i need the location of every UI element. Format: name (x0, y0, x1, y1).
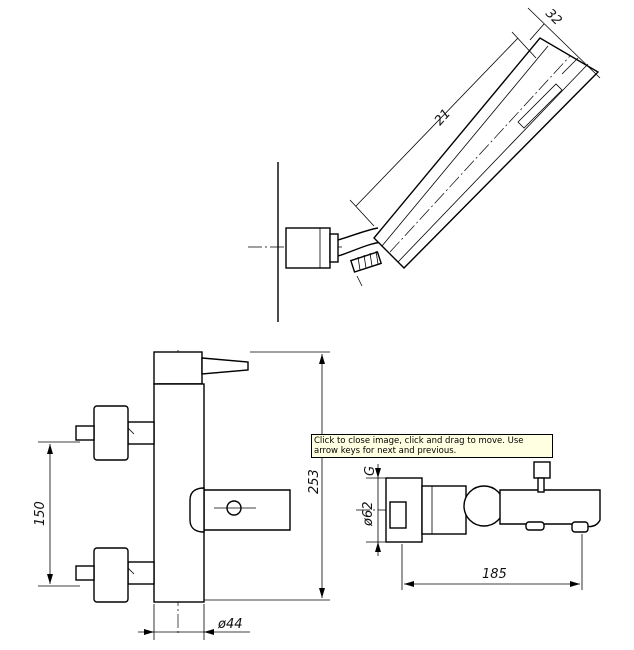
dim-total-height: 253 (307, 469, 322, 494)
mixer-front-view: 150 253 ø44 (33, 350, 330, 640)
dim-inlet-spacing: 150 (33, 501, 48, 526)
label-thread: G (363, 466, 378, 476)
dim-hand-shower-length: 21 (432, 106, 454, 128)
dim-spout-length: 185 (482, 567, 507, 582)
dim-outlet-diameter: ø62 (361, 502, 376, 528)
mixer-side-view: ø62 G 185 (356, 461, 601, 590)
image-viewer-tooltip[interactable]: Click to close image, click and drag to … (311, 434, 553, 458)
dim-body-diameter: ø44 (217, 617, 243, 632)
hand-shower-view: 21 32 (248, 6, 601, 322)
